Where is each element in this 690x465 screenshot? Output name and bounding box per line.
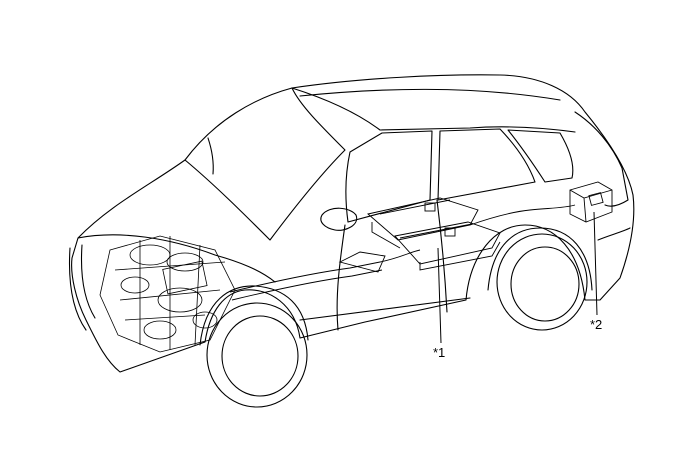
rear-quarter-window <box>507 129 574 183</box>
a-pillar <box>207 137 214 175</box>
callout-label-2: *2 <box>590 317 603 332</box>
door-seam-middle <box>436 199 448 313</box>
rear-wheel-tire <box>496 233 588 331</box>
leader-line-1 <box>437 247 442 344</box>
front-door-window <box>345 130 433 223</box>
rear-control-unit <box>569 181 613 223</box>
rear-wheel-rim <box>510 246 580 322</box>
front-wheel-rim <box>221 315 299 397</box>
roof-line <box>291 87 576 133</box>
engine-assembly <box>99 235 236 353</box>
door-seam-front <box>336 224 346 331</box>
car-body-outline <box>71 74 635 373</box>
rear-bumper <box>597 227 631 241</box>
front-wheel-tire <box>206 302 308 408</box>
rocker-panel <box>299 297 471 321</box>
rear-wheel-arch <box>487 227 593 291</box>
callout-label-1: *1 <box>433 345 446 360</box>
leader-line-2 <box>593 211 598 316</box>
hood-line <box>77 234 276 283</box>
side-mirror <box>320 207 358 231</box>
windshield <box>184 87 346 241</box>
floor-duct <box>229 249 421 301</box>
hybrid-battery-assembly <box>367 197 576 271</box>
rear-hatch <box>574 111 629 207</box>
roof-rail <box>299 88 561 101</box>
front-grille <box>69 244 96 331</box>
rear-door-window <box>437 128 536 201</box>
